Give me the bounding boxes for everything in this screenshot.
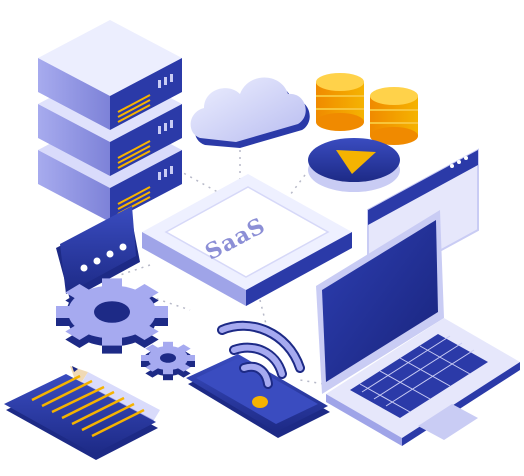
wifi-icon: [217, 320, 305, 408]
saas-platform-icon: SaaS: [142, 174, 352, 306]
document-icon: [4, 374, 158, 460]
laptop-icon: [316, 210, 520, 446]
gear-icon: [56, 278, 168, 354]
cloud-icon: [190, 77, 310, 148]
play-button-icon: [308, 138, 400, 192]
gear-icon: [141, 341, 195, 381]
coin-stack-icon: [316, 73, 418, 145]
server-rack-icon: [38, 20, 182, 222]
